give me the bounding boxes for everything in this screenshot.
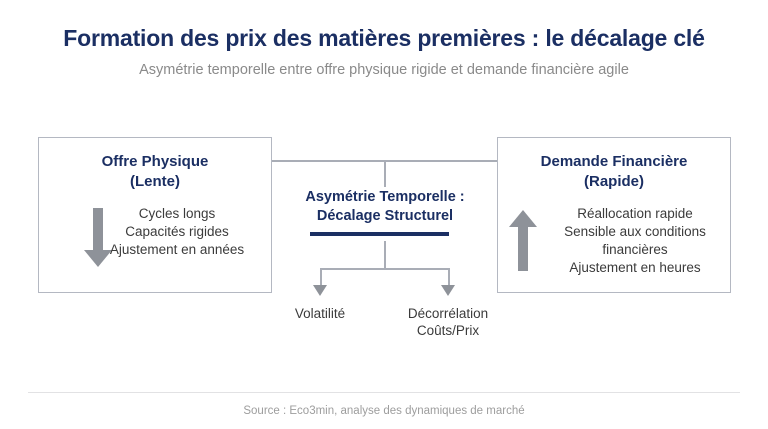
outcome-label-volatilite: Volatilité [255, 305, 385, 322]
demande-bullet-4: Ajustement en heures [569, 260, 701, 275]
offre-bullet-2: Capacités rigides [125, 224, 229, 239]
connector-vertical-from-center [384, 241, 386, 269]
page-subtitle: Asymétrie temporelle entre offre physiqu… [139, 62, 629, 78]
connector-branch-horizontal [320, 268, 449, 270]
node-offre-physique-title: Offre Physique (Lente) [39, 152, 271, 192]
arrow-down-icon-branch-left [313, 285, 327, 296]
arrow-down-icon-head [84, 250, 112, 267]
node-demande-financiere-title: Demande Financière (Rapide) [498, 152, 730, 192]
node-offre-physique-title-line1: Offre Physique [101, 153, 209, 170]
node-asymetrie-title-line1: Asymétrie Temporelle : [305, 189, 465, 205]
node-offre-physique-body: Cycles longs Capacités rigides Ajustemen… [87, 205, 267, 259]
outcome-decorrelation-line1: Décorrélation [407, 306, 489, 321]
page-title: Formation des prix des matières première… [63, 25, 705, 51]
connector-branch-left [320, 268, 322, 286]
arrow-up-icon-shaft [518, 227, 528, 271]
node-demande-financiere-title-line1: Demande Financière [540, 153, 688, 170]
node-asymetrie-temporelle: Asymétrie Temporelle : Décalage Structur… [270, 188, 500, 226]
footer-source-text: Source : Eco3min, analyse des dynamiques… [243, 405, 525, 417]
node-asymetrie-title-line2: Décalage Structurel [316, 208, 454, 224]
footer-divider [28, 392, 740, 393]
offre-bullet-1: Cycles longs [138, 206, 216, 221]
connector-vertical-to-center [384, 160, 386, 187]
demande-bullet-1: Réallocation rapide [577, 206, 693, 221]
demande-bullet-2: Sensible aux conditions [564, 224, 706, 239]
arrow-up-icon-head [509, 210, 537, 227]
connector-branch-right [448, 268, 450, 286]
offre-bullet-3: Ajustement en années [109, 242, 245, 257]
node-demande-financiere-title-line2: (Rapide) [584, 173, 644, 190]
outcome-decorrelation-line2: Coûts/Prix [416, 323, 480, 338]
node-offre-physique-title-line2: (Lente) [130, 173, 180, 190]
demande-bullet-3: financières [602, 242, 668, 257]
node-offre-physique[interactable]: Offre Physique (Lente) Cycles longs Capa… [38, 137, 272, 293]
arrow-down-icon-shaft [93, 208, 103, 252]
node-asymetrie-underline [310, 232, 449, 236]
node-demande-financiere[interactable]: Demande Financière (Rapide) Réallocation… [497, 137, 731, 293]
outcome-volatilite-line1: Volatilité [294, 306, 346, 321]
outcome-label-decorrelation: Décorrélation Coûts/Prix [383, 305, 513, 339]
arrow-down-icon-branch-right [441, 285, 455, 296]
node-demande-financiere-body: Réallocation rapide Sensible aux conditi… [542, 205, 728, 277]
